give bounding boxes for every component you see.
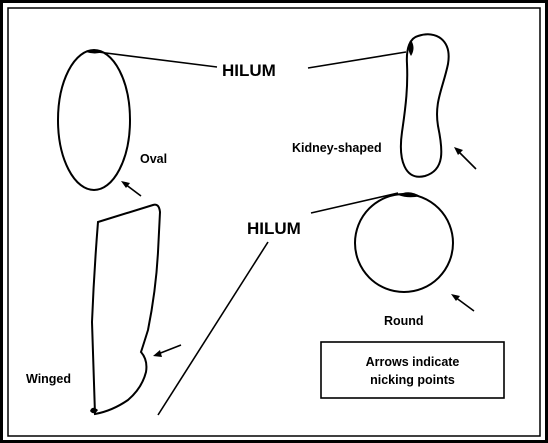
winged-hilum-mark — [90, 408, 98, 414]
hilum-label-top: HILUM — [222, 61, 276, 80]
note-box — [321, 342, 504, 398]
kidney-label: Kidney-shaped — [292, 141, 382, 155]
winged-nicking-arrow — [158, 345, 181, 354]
oval-seed-outline — [58, 50, 130, 190]
leader-line-hilum-round — [311, 193, 398, 213]
kidney-seed-outline — [401, 34, 449, 176]
round-nicking-arrow — [455, 297, 474, 311]
round-label: Round — [384, 314, 424, 328]
leader-line-hilum-winged — [158, 242, 268, 415]
round-hilum-mark — [398, 192, 420, 197]
winged-label: Winged — [26, 372, 71, 386]
winged-seed-outline — [92, 205, 160, 414]
note-line-2: nicking points — [370, 373, 455, 387]
hilum-label-middle: HILUM — [247, 219, 301, 238]
oval-label: Oval — [140, 152, 167, 166]
kidney-nicking-arrow — [458, 151, 476, 169]
winged-nicking-arrowhead — [153, 350, 162, 357]
leader-line-hilum-kidney — [308, 52, 406, 68]
note-line-1: Arrows indicate — [366, 355, 460, 369]
round-seed-outline — [355, 194, 453, 292]
